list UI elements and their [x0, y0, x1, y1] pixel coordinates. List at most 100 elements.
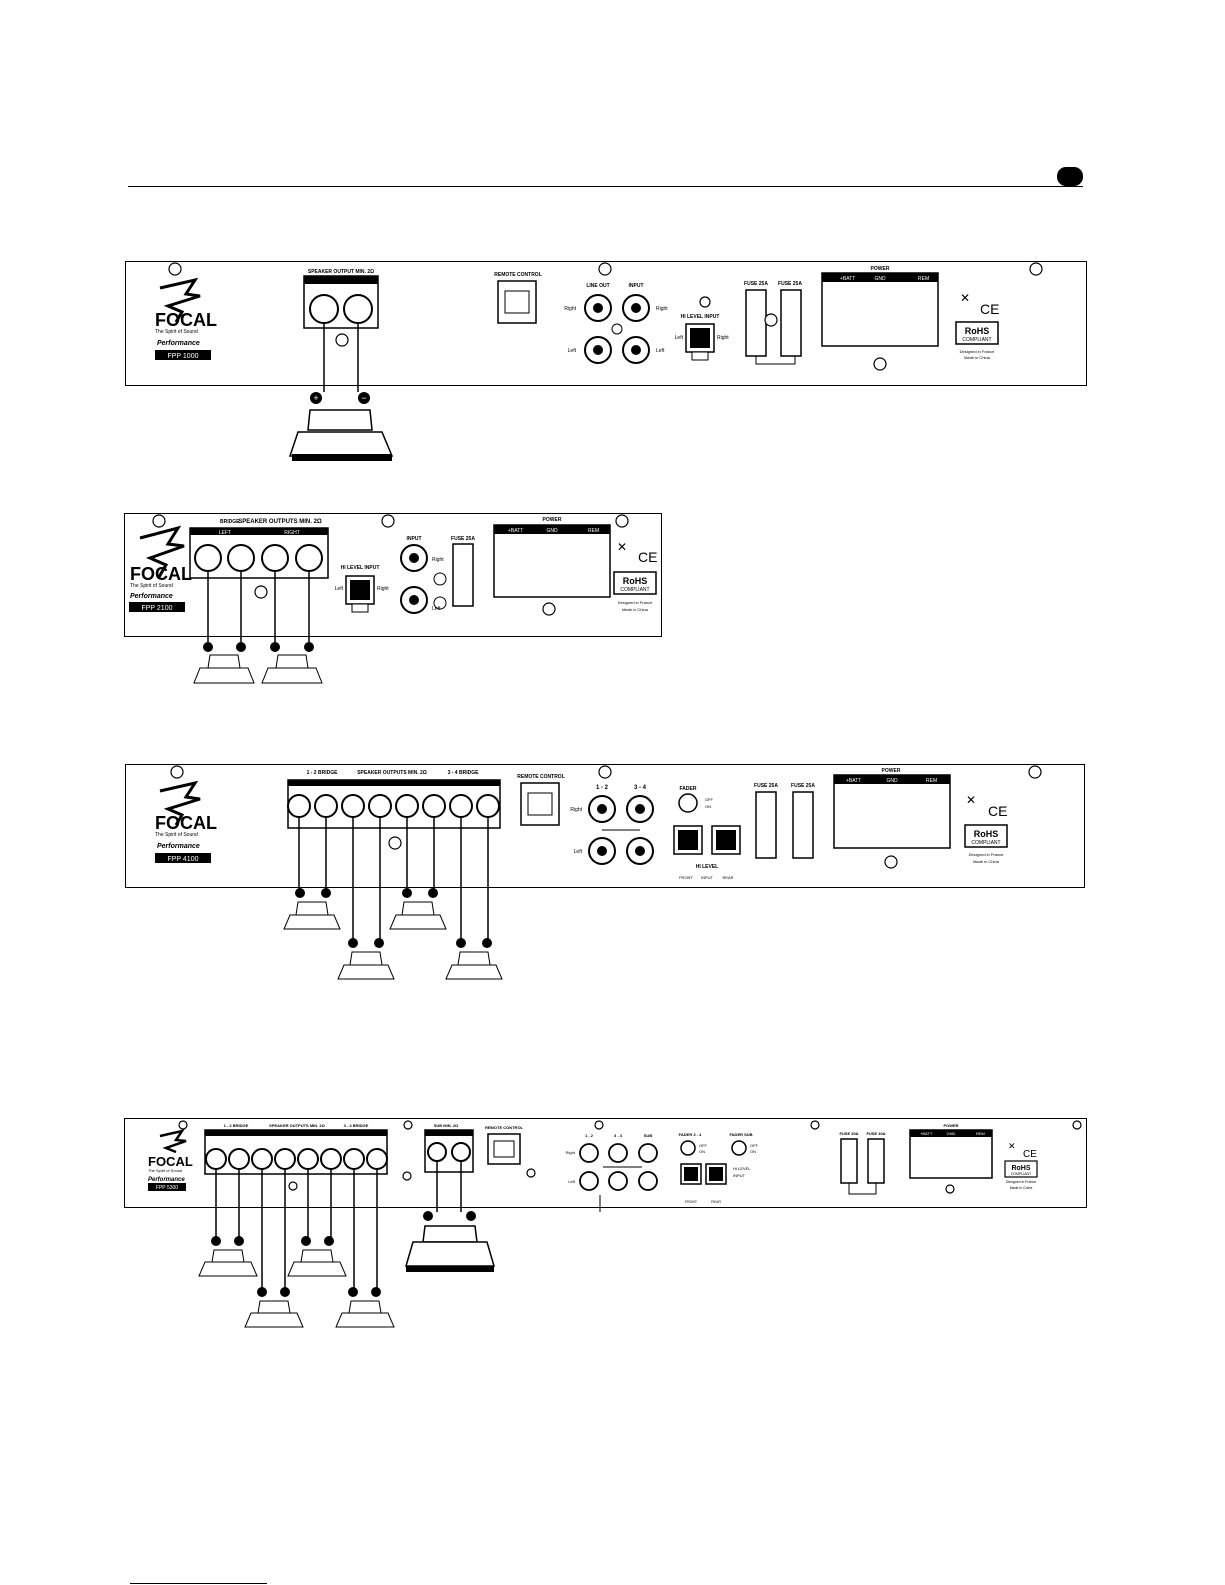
svg-text:3 - 4: 3 - 4 — [634, 785, 647, 791]
svg-text:Left: Left — [675, 335, 684, 341]
screws-fpp2100 — [152, 514, 629, 616]
logo-fpp2100: FOCAL The Spirit of Sound Performance FP… — [129, 525, 192, 612]
svg-text:3 - 4: 3 - 4 — [614, 1133, 623, 1138]
svg-text:+BATT: +BATT — [840, 276, 855, 282]
compliance-fpp2100: ✕ CE RoHS COMPLIANT Designed in France M… — [613, 540, 657, 612]
svg-text:Left: Left — [656, 348, 665, 354]
svg-text:Right: Right — [377, 586, 389, 592]
speakers-fpp2100 — [193, 642, 323, 684]
svg-text:REM: REM — [976, 1131, 985, 1136]
svg-text:FUSE 25A: FUSE 25A — [791, 783, 815, 789]
svg-text:RIGHT: RIGHT — [284, 530, 300, 536]
speaker-wires-fpp4100 — [298, 817, 489, 940]
svg-text:FPP 1000: FPP 1000 — [167, 353, 198, 360]
svg-text:Left: Left — [568, 348, 577, 354]
svg-text:Performance: Performance — [157, 843, 200, 850]
svg-text:FADER SUB: FADER SUB — [729, 1132, 752, 1137]
svg-text:Right: Right — [656, 306, 668, 312]
svg-text:FPP 2100: FPP 2100 — [141, 605, 172, 612]
svg-text:Designed in France: Designed in France — [960, 349, 995, 354]
svg-text:Made in China: Made in China — [964, 355, 991, 360]
svg-text:ON: ON — [705, 804, 711, 809]
svg-text:BRIDGE: BRIDGE — [220, 519, 240, 525]
svg-text:FOCAL: FOCAL — [148, 1154, 193, 1169]
speaker-terminal-block-fpp2100: LEFT RIGHT — [189, 527, 329, 579]
svg-text:FOCAL: FOCAL — [130, 564, 192, 584]
svg-text:−: − — [361, 393, 366, 403]
power-block-fpp1000: POWER +BATT GND REM — [821, 266, 939, 347]
page-tab — [1057, 167, 1083, 186]
speaker-wires-fpp5300 — [215, 1169, 378, 1288]
speaker-output-label: SPEAKER OUTPUT MIN. 2Ω — [308, 269, 374, 275]
svg-text:✕: ✕ — [617, 540, 627, 554]
svg-text:ON: ON — [699, 1149, 705, 1154]
svg-text:POWER: POWER — [871, 266, 890, 272]
svg-text:Right: Right — [564, 306, 576, 312]
svg-text:RoHS: RoHS — [965, 326, 990, 336]
svg-text:REMOTE CONTROL: REMOTE CONTROL — [494, 272, 542, 278]
svg-text:+: + — [313, 393, 318, 403]
svg-text:LINE OUT: LINE OUT — [586, 283, 609, 289]
svg-text:Made in China: Made in China — [622, 607, 649, 612]
svg-text:FOCAL: FOCAL — [155, 813, 217, 833]
svg-text:RoHS: RoHS — [1011, 1165, 1030, 1172]
svg-text:REAR: REAR — [711, 1200, 721, 1204]
svg-text:Left: Left — [432, 606, 441, 612]
svg-text:OFF: OFF — [705, 797, 714, 802]
svg-text:FOCAL: FOCAL — [155, 310, 217, 330]
speaker-wires-fpp2100 — [207, 571, 310, 642]
svg-text:Left: Left — [574, 849, 583, 855]
svg-text:FPP 4100: FPP 4100 — [167, 856, 198, 863]
svg-text:FUSE 25A: FUSE 25A — [754, 783, 778, 789]
svg-text:SPEAKER OUTPUTS MIN. 2Ω: SPEAKER OUTPUTS MIN. 2Ω — [269, 1123, 325, 1128]
svg-text:✕: ✕ — [960, 291, 970, 305]
svg-text:+BATT: +BATT — [920, 1131, 933, 1136]
svg-text:CE: CE — [638, 549, 657, 565]
svg-text:1 - 2 BRIDGE: 1 - 2 BRIDGE — [307, 770, 339, 776]
svg-text:Designed in France: Designed in France — [618, 600, 653, 605]
svg-text:HI LEVEL: HI LEVEL — [733, 1166, 751, 1171]
svg-text:Made in China: Made in China — [1010, 1186, 1033, 1190]
svg-text:1 - 2: 1 - 2 — [596, 785, 609, 791]
remote-port — [497, 280, 537, 324]
svg-text:Right: Right — [717, 335, 729, 341]
svg-text:RoHS: RoHS — [623, 576, 648, 586]
svg-text:Right: Right — [570, 807, 582, 813]
compliance-fpp5300: ✕ CE RoHS COMPLIANT Designed in France M… — [1004, 1141, 1038, 1190]
svg-text:GND: GND — [874, 276, 886, 282]
svg-text:INPUT: INPUT — [407, 536, 422, 542]
svg-text:HI LEVEL INPUT: HI LEVEL INPUT — [341, 565, 380, 571]
svg-text:The Spirit of Sound: The Spirit of Sound — [155, 329, 198, 335]
svg-text:FUSE 40A: FUSE 40A — [839, 1131, 858, 1136]
svg-text:POWER: POWER — [543, 517, 562, 523]
power-block-fpp4100: POWER +BATT GND REM — [833, 768, 951, 849]
svg-text:FUSE 25A: FUSE 25A — [744, 281, 768, 287]
rca-fpp5300 — [579, 1143, 658, 1191]
svg-text:3 - 4 BRIDGE: 3 - 4 BRIDGE — [448, 770, 480, 776]
svg-text:1 - 2 BRIDGE: 1 - 2 BRIDGE — [224, 1123, 249, 1128]
svg-text:OFF: OFF — [750, 1143, 759, 1148]
svg-text:FADER: FADER — [680, 786, 697, 792]
svg-text:Left: Left — [335, 586, 344, 592]
svg-text:REM: REM — [918, 276, 929, 282]
svg-text:GND: GND — [947, 1131, 956, 1136]
svg-text:REAR: REAR — [722, 875, 733, 880]
svg-text:CE: CE — [980, 301, 999, 317]
subwoofer-fpp5300 — [405, 1211, 495, 1272]
svg-text:Made in China: Made in China — [973, 859, 1000, 864]
screws-fpp5300 — [178, 1120, 1082, 1194]
svg-text:The Spirit of Sound: The Spirit of Sound — [155, 832, 198, 838]
svg-text:Left: Left — [568, 1179, 576, 1184]
power-block-fpp2100: POWER +BATT GND REM — [493, 517, 611, 598]
speaker-wires — [323, 323, 359, 392]
svg-text:REM: REM — [926, 778, 937, 784]
svg-text:ON: ON — [750, 1149, 756, 1154]
svg-text:POWER: POWER — [882, 768, 901, 774]
logo-fpp1000: FOCAL The Spirit of Sound Performance FP… — [155, 277, 217, 360]
svg-text:COMPLIANT: COMPLIANT — [962, 337, 991, 343]
svg-text:OFF: OFF — [699, 1143, 708, 1148]
footer-rule — [130, 1583, 267, 1584]
